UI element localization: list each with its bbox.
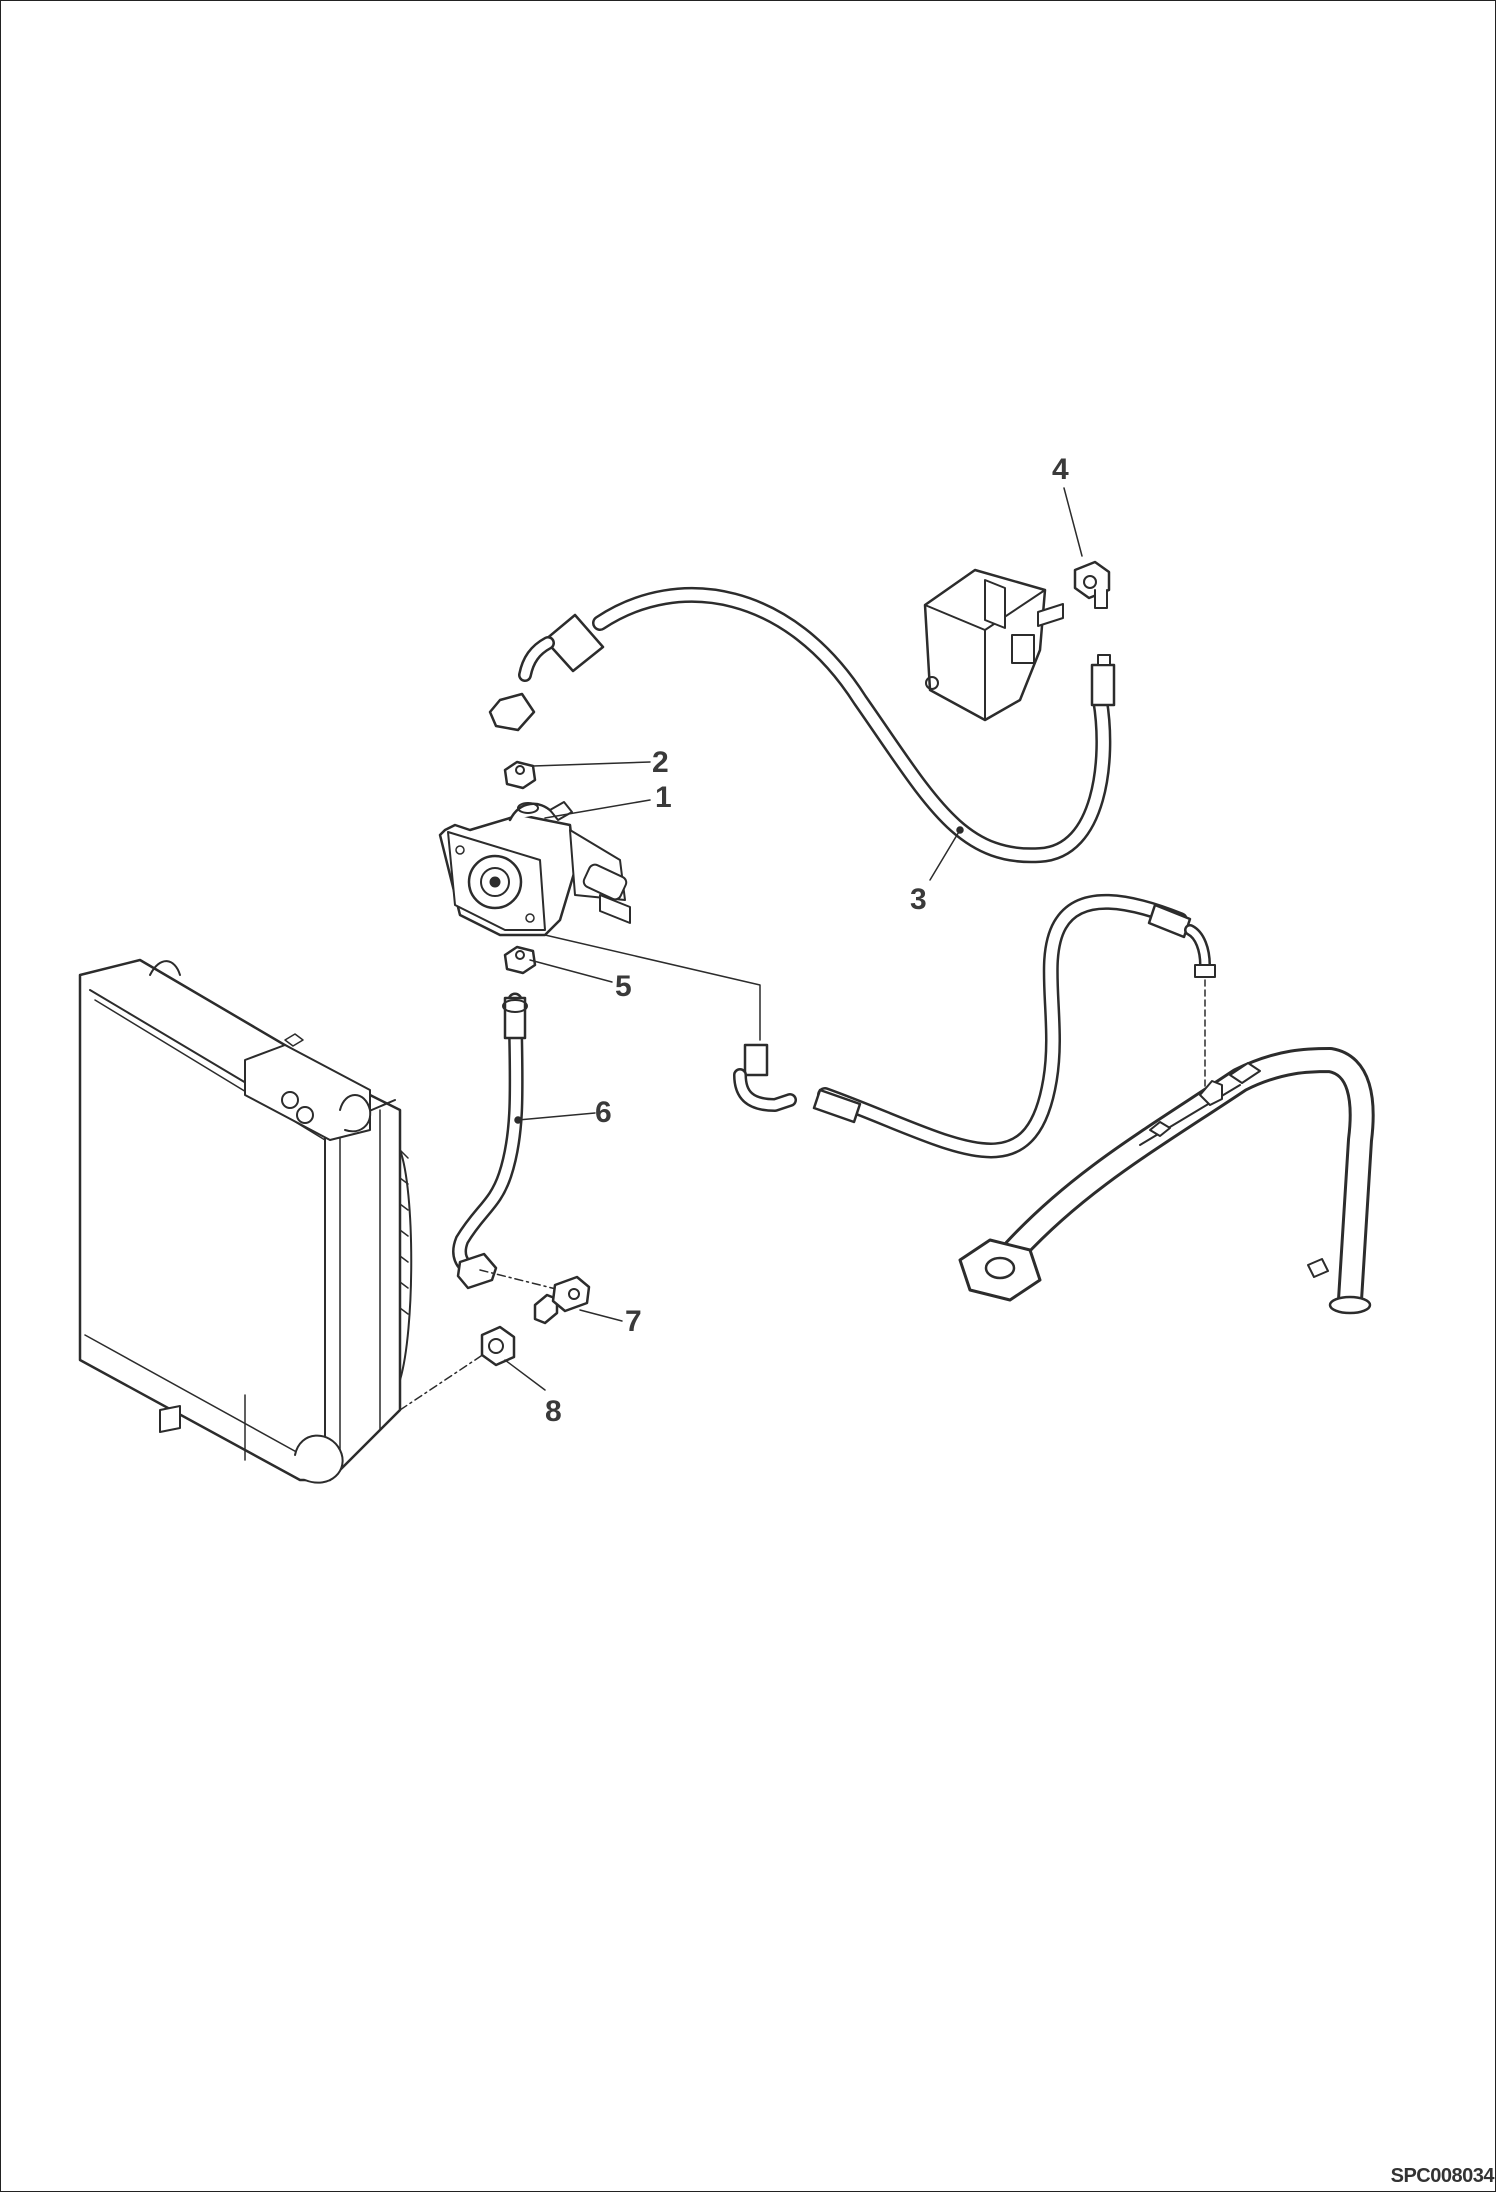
callout-4: 4: [1052, 453, 1069, 486]
callout-5: 5: [615, 970, 632, 1003]
callout-3: 3: [910, 883, 927, 916]
callout-8: 8: [545, 1395, 562, 1428]
return-hose: [544, 893, 1216, 1159]
fittings-7-8: [399, 1269, 591, 1411]
drawing-code: SPC008034: [1390, 2165, 1495, 2187]
leader-lines: [504, 487, 1083, 1391]
callout-1: 1: [655, 781, 672, 814]
valve-block: [923, 560, 1111, 722]
callout-2: 2: [652, 746, 669, 779]
pipe-6: [452, 992, 528, 1290]
hose-3: [488, 586, 1116, 864]
tube-manifold: [958, 1047, 1375, 1315]
oil-cooler: [78, 958, 413, 1484]
callout-7: 7: [625, 1305, 642, 1338]
callout-6: 6: [595, 1096, 612, 1129]
pump-1: [438, 760, 631, 975]
